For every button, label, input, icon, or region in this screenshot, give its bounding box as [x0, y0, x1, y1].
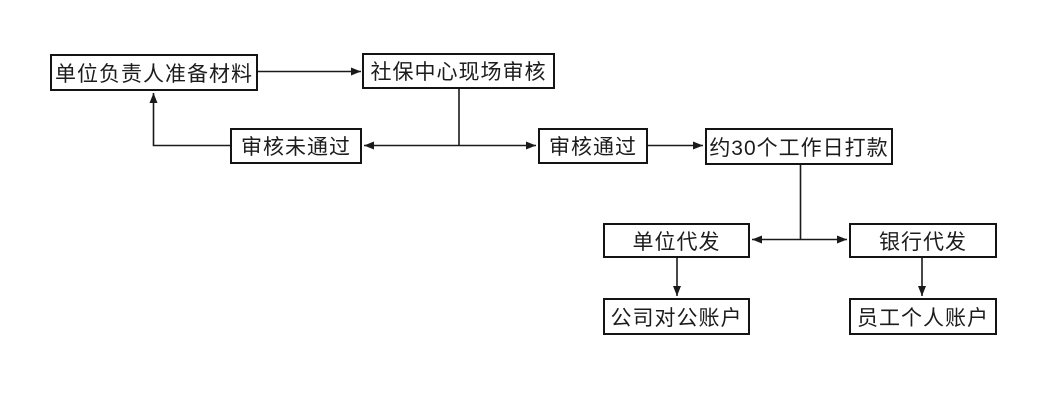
node-prepare-materials: 单位负责人准备材料: [50, 54, 258, 91]
node-label: 单位负责人准备材料: [55, 62, 253, 86]
node-label: 社保中心现场审核: [370, 61, 547, 84]
node-label: 约30个工作日打款: [709, 136, 889, 160]
node-review-failed: 审核未通过: [230, 128, 362, 164]
node-label: 审核通过: [549, 136, 637, 159]
node-label: 公司对公账户: [610, 306, 743, 330]
node-company-payout: 单位代发: [603, 223, 750, 258]
node-onsite-review: 社保中心现场审核: [362, 53, 555, 89]
node-payment-30-days: 约30个工作日打款: [705, 128, 893, 165]
node-review-passed: 审核通过: [538, 128, 648, 164]
node-label: 审核未通过: [241, 136, 351, 159]
node-label: 员工个人账户: [857, 306, 989, 330]
node-employee-account: 员工个人账户: [849, 298, 997, 335]
node-label: 银行代发: [879, 230, 967, 254]
node-bank-payout: 银行代发: [849, 223, 997, 258]
edge-review-failed-to-prepare: [149, 93, 230, 147]
node-label: 单位代发: [632, 230, 721, 254]
node-company-account: 公司对公账户: [603, 298, 750, 335]
